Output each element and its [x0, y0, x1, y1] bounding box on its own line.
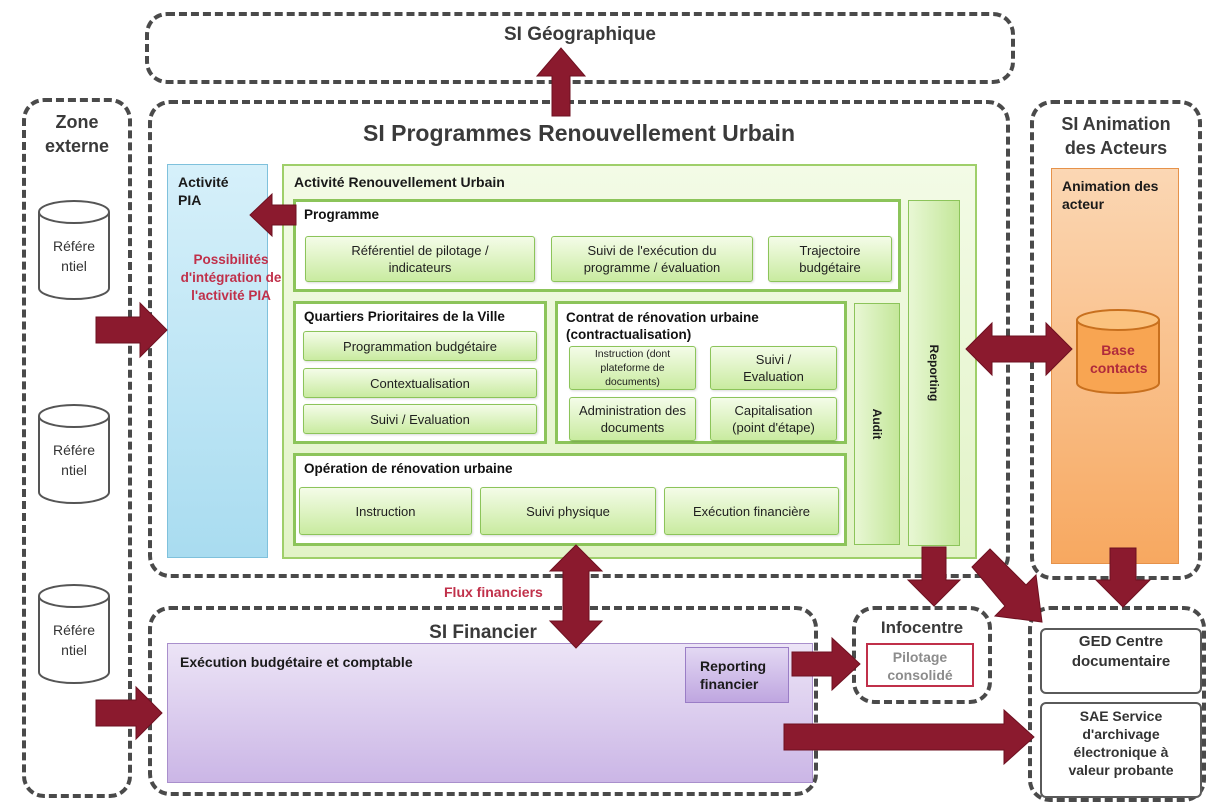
referentiel-db-2: Référe ntiel — [38, 404, 110, 504]
si-geographique-zone: SI Géographique — [145, 12, 1015, 84]
referentiel-line1: Référe — [52, 442, 96, 458]
zone-externe: Zone externe — [22, 98, 132, 798]
operation-item-execution[interactable]: Exécution financière — [664, 487, 839, 535]
programme-item-trajectoire[interactable]: Trajectoire budgétaire — [768, 236, 892, 282]
operation-title: Opération de rénovation urbaine — [304, 461, 513, 476]
reporting-label: Reporting — [927, 344, 941, 402]
base-contacts-db: Base contacts — [1076, 309, 1160, 395]
reporting-financier-box[interactable]: Reporting financier — [685, 647, 789, 703]
referentiel-line2: ntiel — [61, 258, 87, 274]
activite-ru-title: Activité Renouvellement Urbain — [294, 174, 505, 190]
qpv-item-programmation[interactable]: Programmation budgétaire — [303, 331, 537, 361]
zone-externe-title: Zone externe — [44, 112, 110, 156]
contrat-item-instruction[interactable]: Instruction (dont plateforme de document… — [569, 346, 696, 390]
arrow-right-sae — [783, 708, 1035, 766]
referentiel-line2: ntiel — [61, 642, 87, 658]
sae-box[interactable]: SAE Service d'archivage électronique à v… — [1040, 702, 1202, 798]
operation-box: Opération de rénovation urbaine Instruct… — [293, 453, 847, 546]
referentiel-line1: Référe — [52, 622, 96, 638]
activite-pia-title: Activité PIA — [178, 174, 229, 208]
programme-title: Programme — [304, 207, 380, 222]
referentiel-line2: ntiel — [61, 462, 87, 478]
contrat-item-administration[interactable]: Administration des documents — [569, 397, 696, 441]
operation-item-suivi-physique[interactable]: Suivi physique — [480, 487, 656, 535]
qpv-item-contextualisation[interactable]: Contextualisation — [303, 368, 537, 398]
referentiel-db-3: Référe ntiel — [38, 584, 110, 684]
si-geographique-title: SI Géographique — [503, 24, 657, 45]
execution-box: Exécution budgétaire et comptable Report… — [167, 643, 813, 783]
flux-financiers-label: Flux financiers — [444, 584, 543, 600]
animation-title: Animation des acteur — [1062, 178, 1159, 212]
qpv-title: Quartiers Prioritaires de la Ville — [304, 309, 505, 324]
programme-item-suivi[interactable]: Suivi de l'exécution du programme / éval… — [551, 236, 753, 282]
referentiel-db-1: Référe ntiel — [38, 200, 110, 300]
qpv-item-suivi[interactable]: Suivi / Evaluation — [303, 404, 537, 434]
execution-title: Exécution budgétaire et comptable — [180, 654, 413, 670]
si-animation-title: SI Animation des Acteurs — [1061, 114, 1171, 158]
si-programmes-title: SI Programmes Renouvellement Urbain — [362, 120, 795, 146]
archive-zone — [1028, 606, 1206, 802]
reporting-bar[interactable]: Reporting — [908, 200, 960, 546]
pilotage-consolide-box[interactable]: Pilotage consolidé — [866, 643, 974, 687]
si-financier-title: SI Financier — [429, 622, 537, 643]
programme-box: Programme Référentiel de pilotage / indi… — [293, 199, 901, 292]
activite-pia-box: Activité PIA Possibilités d'intégration … — [167, 164, 281, 558]
infocentre-title: Infocentre — [880, 618, 964, 637]
contrat-item-capitalisation[interactable]: Capitalisation (point d'étape) — [710, 397, 837, 441]
qpv-box: Quartiers Prioritaires de la Ville Progr… — [293, 301, 547, 444]
ged-box[interactable]: GED Centre documentaire — [1040, 628, 1202, 694]
contrat-item-suivi[interactable]: Suivi / Evaluation — [710, 346, 837, 390]
operation-item-instruction[interactable]: Instruction — [299, 487, 472, 535]
programme-item-referentiel[interactable]: Référentiel de pilotage / indicateurs — [305, 236, 535, 282]
audit-label: Audit — [870, 408, 884, 440]
contrat-box: Contrat de rénovation urbaine (contractu… — [555, 301, 847, 444]
activite-pia-note: Possibilités d'intégration de l'activité… — [180, 252, 282, 303]
animation-box: Animation des acteur Base contacts — [1051, 168, 1179, 564]
base-contacts-label: Base contacts — [1090, 342, 1148, 376]
contrat-title: Contrat de rénovation urbaine (contractu… — [566, 310, 759, 342]
referentiel-line1: Référe — [52, 238, 96, 254]
audit-bar[interactable]: Audit — [854, 303, 900, 545]
